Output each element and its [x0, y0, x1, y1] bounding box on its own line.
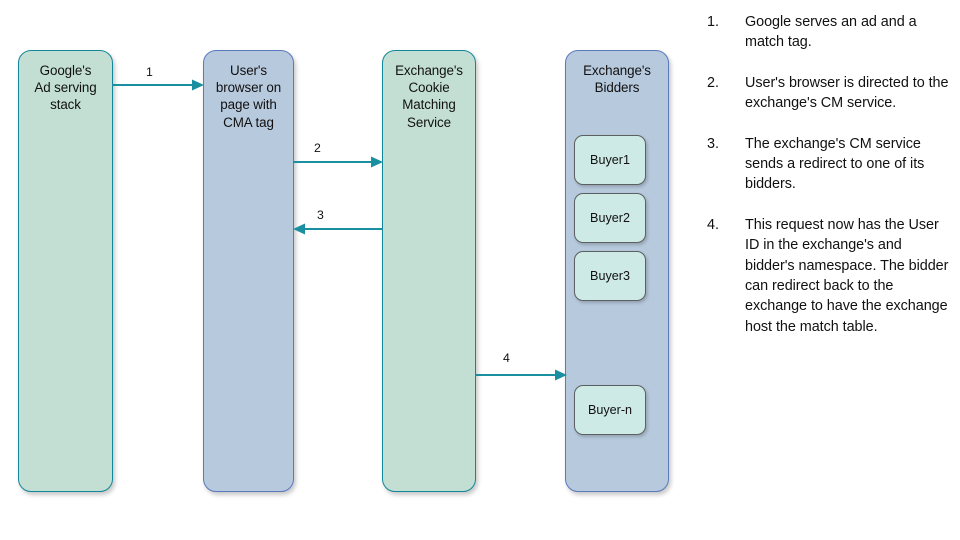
step-item-2: 2. User's browser is directed to the exc… [707, 73, 952, 114]
buyer-label: Buyer2 [590, 211, 630, 225]
node-label: Google's Ad serving stack [34, 63, 97, 113]
step-number: 3. [707, 135, 720, 152]
step-number: 2. [707, 74, 720, 91]
node-buyer-1[interactable]: Buyer1 [574, 135, 646, 185]
buyer-label: Buyer3 [590, 269, 630, 283]
step-number: 1. [707, 14, 720, 30]
arrow-1-label: 1 [146, 65, 153, 79]
step-item-1: 1. Google serves an ad and a match tag. [707, 12, 952, 53]
step-text: This request now has the User ID in the … [745, 216, 949, 335]
arrow-1-right-icon [112, 79, 204, 91]
node-google-ad-serving-stack[interactable]: Google's Ad serving stack [18, 50, 113, 492]
node-label: User's browser on page with CMA tag [215, 63, 282, 130]
arrow-3-label: 3 [317, 208, 324, 222]
step-item-3: 3. The exchange's CM service sends a red… [707, 134, 952, 195]
step-text: Google serves an ad and a match tag. [745, 14, 917, 51]
node-label: Exchange's Bidders [583, 63, 651, 96]
buyer-label: Buyer-n [587, 403, 633, 417]
node-buyer-3[interactable]: Buyer3 [574, 251, 646, 301]
step-text: User's browser is directed to the exchan… [745, 74, 949, 112]
node-user-browser[interactable]: User's browser on page with CMA tag [203, 50, 294, 492]
node-buyer-n[interactable]: Buyer-n [574, 385, 646, 435]
buyer-label: Buyer1 [590, 153, 630, 167]
arrow-4-label: 4 [503, 351, 510, 365]
step-text: The exchange's CM service sends a redire… [745, 135, 925, 193]
arrow-2-label: 2 [314, 141, 321, 155]
arrow-4-right-icon [475, 369, 567, 381]
arrow-3-left-icon [293, 223, 383, 235]
step-number: 4. [707, 216, 720, 233]
step-item-4: 4. This request now has the User ID in t… [707, 215, 952, 337]
node-label: Exchange's Cookie Matching Service [395, 63, 463, 130]
node-buyer-2[interactable]: Buyer2 [574, 193, 646, 243]
arrow-2-right-icon [293, 156, 383, 168]
steps-list: 1. Google serves an ad and a match tag. … [707, 12, 952, 357]
node-exchange-cookie-matching-service[interactable]: Exchange's Cookie Matching Service [382, 50, 476, 492]
